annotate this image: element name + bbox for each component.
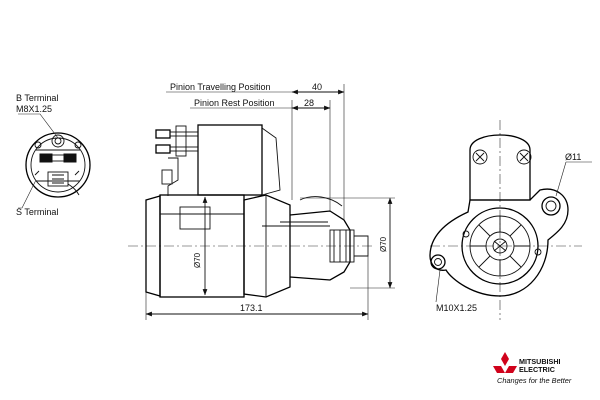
s-terminal-connector: [47, 171, 80, 196]
brand-tagline: Changes for the Better: [497, 376, 572, 385]
solenoid-body: [197, 124, 263, 196]
s-terminal-label: S Terminal: [16, 207, 58, 217]
nose-diameter-label: Ø70: [379, 236, 388, 252]
b-terminal-bolt: [51, 134, 65, 148]
b-terminal-label: B Terminal: [16, 93, 58, 103]
body-diameter-label: Ø70: [193, 252, 202, 268]
pinion-travel-dimension: 40: [312, 82, 322, 92]
mitsubishi-electric-logo: MITSUBISHI ELECTRIC Changes for the Bett…: [493, 352, 572, 385]
brand-name-line2: ELECTRIC: [519, 365, 555, 374]
mounting-flange: [429, 188, 569, 297]
hole-diameter-label: Ø11: [565, 152, 581, 162]
pinion-travel-label: Pinion Travelling Position: [170, 82, 271, 92]
solenoid-terminals: [155, 125, 199, 196]
terminal-end-view: B Terminal M8X1.25 S Terminal: [16, 93, 91, 217]
b-terminal-thread-label: M8X1.25: [16, 104, 52, 114]
flange-front-view: Ø11 M10X1.25: [429, 120, 592, 320]
three-diamonds-icon: [493, 352, 517, 373]
brand-name-line1: MITSUBISHI: [519, 357, 561, 366]
overall-length-dimension: 173.1: [240, 303, 263, 313]
mounting-hole-lower: [430, 254, 446, 270]
mount-thread-label: M10X1.25: [436, 303, 477, 313]
starter-side-view: Ø70 Ø70 Pinion Travelling Position Pinio…: [128, 82, 395, 320]
pinion-rest-label: Pinion Rest Position: [194, 98, 275, 108]
mounting-hole-upper: [541, 196, 561, 216]
pinion-rest-dimension: 28: [304, 98, 314, 108]
pinion-nose: [289, 196, 369, 281]
